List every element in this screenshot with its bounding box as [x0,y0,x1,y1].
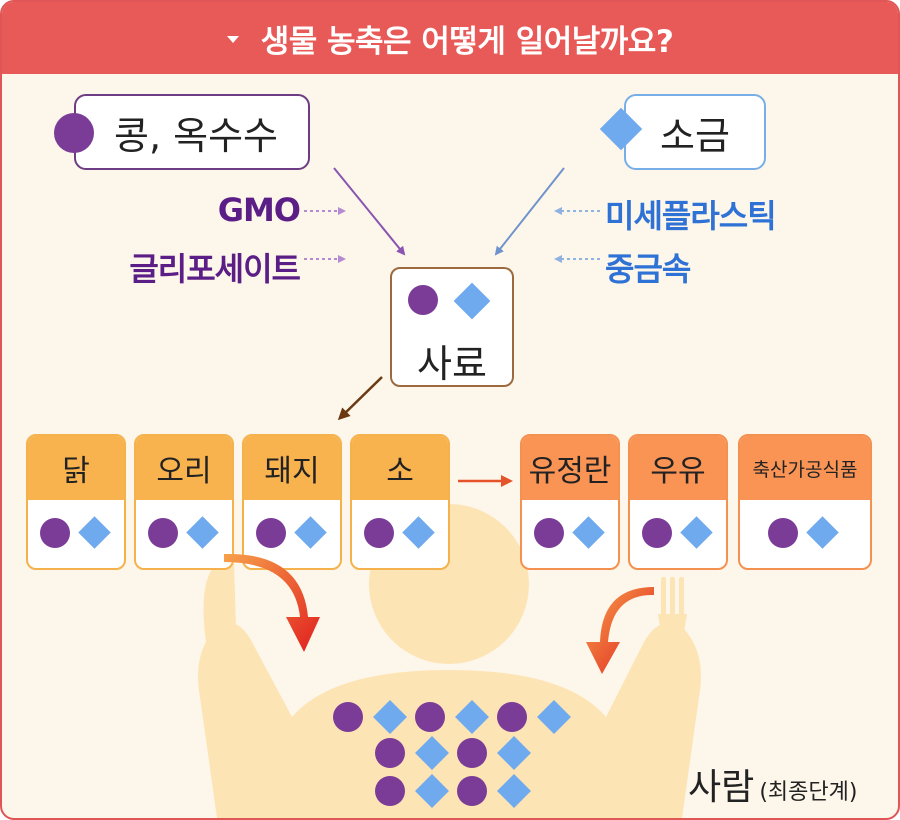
feed-box: 사료 [390,267,514,387]
card-label: 닭 [28,436,124,500]
circle-marker-icon [54,113,94,153]
card-duck: 오리 [134,434,234,570]
person-label-sub: (최종단계) [759,780,858,805]
card-label: 오리 [136,436,232,500]
additive-microplastic: 미세플라스틱 [605,197,777,235]
header-bar: 생물 농축은 어떻게 일어날까요? [2,2,898,74]
card-pig: 돼지 [242,434,342,570]
card-label: 축산가공식품 [740,436,870,500]
source-salt-box: 소금 [624,94,766,170]
card-label: 소 [352,436,448,500]
circle-marker-icon [256,518,286,548]
additive-gmo: GMO [217,191,301,229]
circle-marker-icon [408,285,438,315]
circle-marker-icon [40,518,70,548]
source-bean-corn-label: 콩, 옥수수 [114,113,278,158]
card-label: 돼지 [244,436,340,500]
card-milk: 우유 [628,434,728,570]
card-label: 유정란 [522,436,618,500]
card-fertilized-egg: 유정란 [520,434,620,570]
circle-marker-icon [534,518,564,548]
caret-down-icon [226,35,239,43]
card-chicken: 닭 [26,434,126,570]
card-cow: 소 [350,434,450,570]
additive-heavy-metal: 중금속 [605,250,691,288]
circle-marker-icon [642,518,672,548]
circle-marker-icon [148,518,178,548]
source-bean-corn-box: 콩, 옥수수 [74,94,310,170]
source-salt-label: 소금 [660,113,730,158]
person-label: 사람 (최종단계) [688,758,857,810]
circle-marker-icon [364,518,394,548]
card-processed-livestock-food: 축산가공식품 [738,434,872,570]
person-label-main: 사람 [688,767,755,808]
diagram-title: 생물 농축은 어떻게 일어날까요? [260,23,674,60]
card-label: 우유 [630,436,726,500]
feed-label: 사료 [417,342,487,386]
additive-glyphosate: 글리포세이트 [129,250,301,288]
circle-marker-icon [768,518,798,548]
